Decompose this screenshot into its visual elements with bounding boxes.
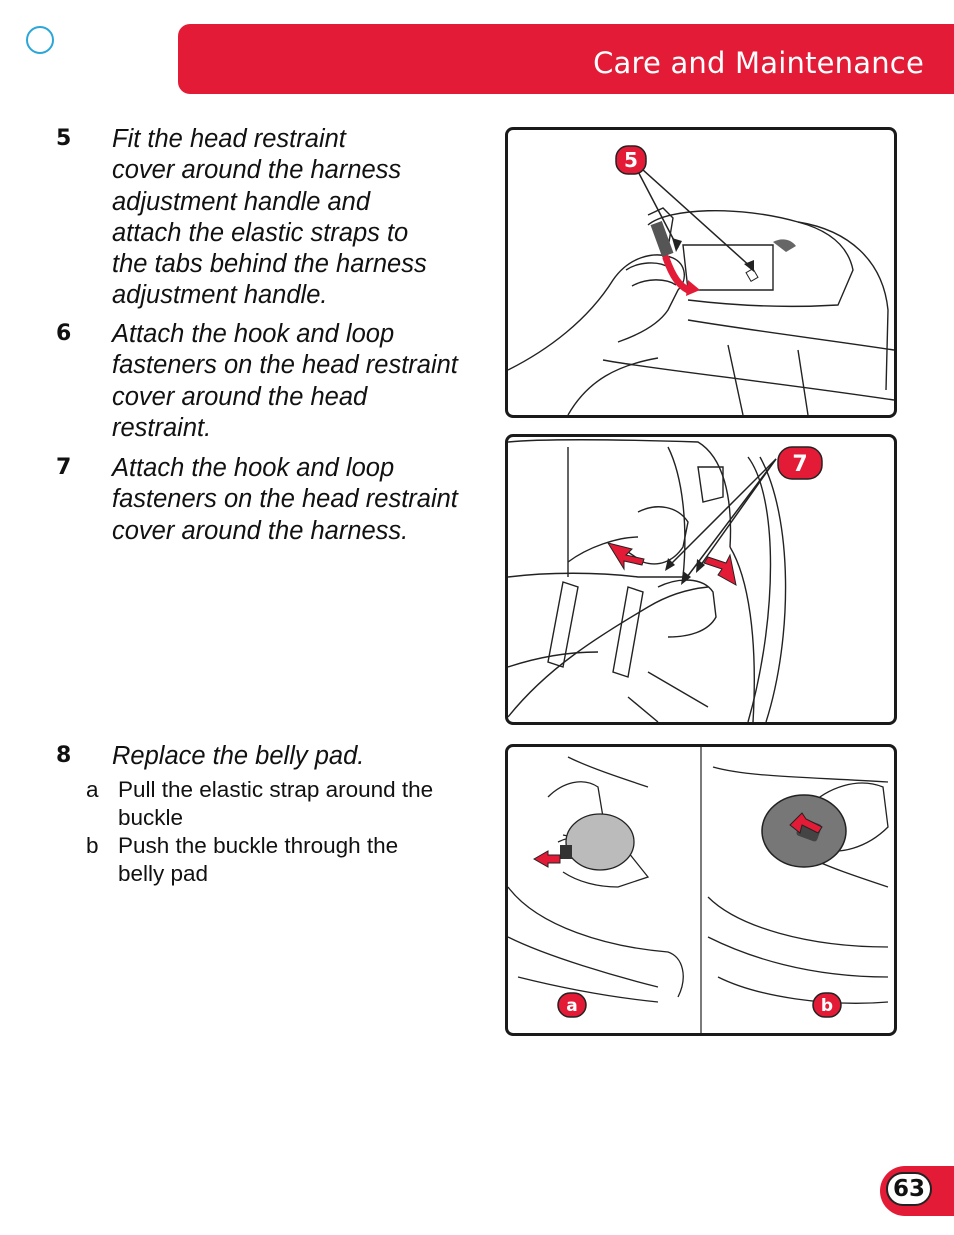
step-line: adjustment handle.	[112, 281, 328, 310]
step-8a-badge	[557, 992, 587, 1018]
step-line: fasteners on the head restraint	[112, 351, 458, 380]
step-line: Replace the belly pad.	[112, 742, 365, 770]
figure-5-illustration: 5	[508, 145, 894, 415]
substep-a: a Pull the elastic strap around the buck…	[86, 776, 433, 832]
step-line: the tabs behind the harness	[112, 250, 427, 279]
step-text: Fit the head restraint cover around the …	[112, 124, 427, 312]
corner-circle-mark	[26, 26, 54, 54]
substep-b: b Push the buckle through the belly pad	[86, 832, 433, 888]
step-number: 6	[56, 321, 72, 346]
substep-list: a Pull the elastic strap around the buck…	[86, 776, 433, 888]
step-line: restraint.	[112, 413, 212, 442]
step-line: Fit the head restraint	[112, 125, 346, 153]
step-line: cover around the harness	[112, 156, 402, 185]
section-title: Care and Maintenance	[593, 46, 924, 80]
figure-8-illustration: a b	[508, 747, 889, 1033]
step-text: Attach the hook and loop fasteners on th…	[112, 319, 458, 444]
step-line: attach the elastic straps to	[112, 218, 409, 247]
substep-line: belly pad	[118, 861, 209, 886]
step-7-badge-label: 7	[792, 452, 807, 477]
step-line: Attach the hook and loop	[112, 454, 395, 482]
substep-line: Pull the elastic strap around the	[118, 777, 434, 802]
step-number: 5	[56, 126, 72, 151]
substep-letter: a	[86, 777, 99, 802]
figure-8-panel: a b	[505, 744, 897, 1036]
substep-line: Push the buckle through the	[118, 833, 399, 858]
step-number: 8	[56, 743, 72, 768]
step-line: cover around the head	[112, 382, 368, 411]
figure-7-panel: 7	[505, 434, 897, 725]
section-header-banner: Care and Maintenance	[178, 24, 954, 94]
substep-letter: b	[86, 833, 99, 858]
step-8b-badge-label: b	[821, 996, 833, 1016]
step-line: adjustment handle and	[112, 187, 371, 216]
step-line: cover around the harness.	[112, 516, 409, 545]
figure-5-panel: 5	[505, 127, 897, 418]
step-line: Attach the hook and loop	[112, 320, 395, 348]
figure-7-illustration: 7	[508, 439, 823, 722]
step-5-badge	[615, 145, 647, 175]
step-8a-badge-label: a	[566, 996, 577, 1016]
page-number: 63	[886, 1172, 932, 1206]
step-text: Replace the belly pad.	[112, 741, 364, 772]
step-7-badge	[777, 446, 823, 480]
page-number-tab: 63	[880, 1166, 954, 1216]
substep-line: buckle	[118, 805, 184, 830]
step-number: 7	[56, 455, 72, 480]
step-5-badge-label: 5	[624, 148, 638, 172]
step-8b-badge	[812, 992, 842, 1018]
step-text: Attach the hook and loop fasteners on th…	[112, 453, 458, 547]
step-line: fasteners on the head restraint	[112, 485, 458, 514]
